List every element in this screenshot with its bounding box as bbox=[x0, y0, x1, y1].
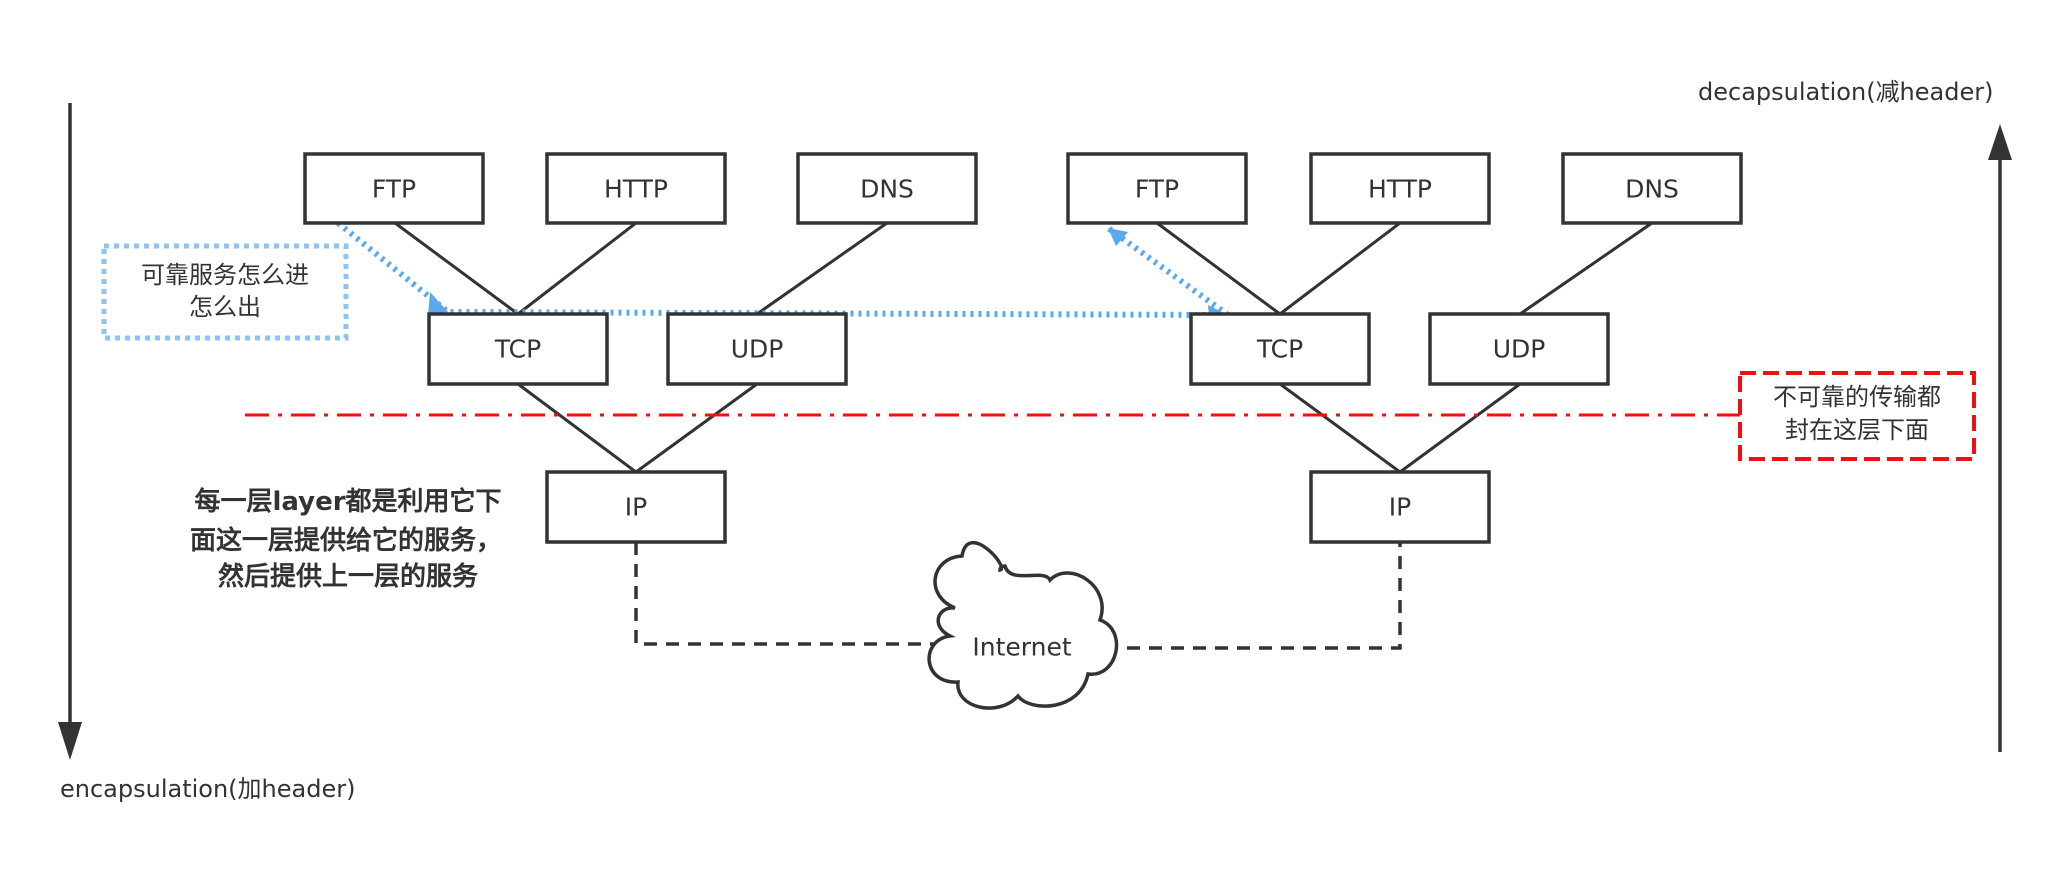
edge-tcp-ip-left bbox=[517, 382, 637, 474]
right-udp-label: UDP bbox=[1493, 335, 1546, 364]
left-udp-label: UDP bbox=[731, 335, 784, 364]
edge-dns-udp-right bbox=[1519, 221, 1653, 316]
layer-note-line2: 面这一层提供给它的服务， bbox=[190, 525, 502, 556]
left-tcp-box: TCP bbox=[427, 312, 609, 386]
unreliable-note-line1: 不可靠的传输都 bbox=[1773, 383, 1941, 411]
internet-link bbox=[634, 542, 1402, 650]
reliable-service-path bbox=[336, 220, 1230, 325]
reliable-path-right-flow bbox=[1106, 225, 1230, 318]
left-ip-box: IP bbox=[545, 470, 727, 544]
left-dns-box: DNS bbox=[796, 152, 978, 225]
encapsulation-label: encapsulation(加header) bbox=[60, 775, 355, 803]
right-tcp-box: TCP bbox=[1189, 312, 1371, 386]
edge-dns-udp-left bbox=[756, 221, 888, 316]
link-internet-right-ip bbox=[1105, 542, 1402, 650]
blue-arrow-icon bbox=[428, 292, 448, 316]
left-udp-box: UDP bbox=[666, 312, 848, 386]
layering-note: 每一层layer都是利用它下 面这一层提供给它的服务， 然后提供上一层的服务 bbox=[190, 486, 502, 592]
edge-udp-ip-left bbox=[635, 382, 758, 474]
up-arrow-icon bbox=[1988, 124, 2012, 160]
layer-note-line3: 然后提供上一层的服务 bbox=[218, 561, 478, 592]
right-ip-box: IP bbox=[1309, 470, 1491, 544]
reliable-note-line2: 怎么出 bbox=[189, 293, 261, 321]
left-dns-label: DNS bbox=[860, 175, 914, 204]
edge-http-tcp-left bbox=[517, 221, 637, 316]
right-udp-box: UDP bbox=[1428, 312, 1610, 386]
down-arrow-icon bbox=[58, 722, 82, 760]
edge-udp-ip-right bbox=[1399, 382, 1521, 474]
link-left-ip-internet bbox=[634, 542, 938, 646]
reliable-note-line1: 可靠服务怎么进 bbox=[141, 261, 309, 289]
reliable-service-note: 可靠服务怎么进 怎么出 bbox=[101, 243, 349, 341]
unreliable-note: 不可靠的传输都 封在这层下面 bbox=[1738, 371, 1976, 461]
edge-ftp-tcp-right bbox=[1156, 221, 1281, 316]
right-ftp-label: FTP bbox=[1135, 175, 1179, 204]
left-http-label: HTTP bbox=[604, 175, 668, 204]
edge-tcp-ip-right bbox=[1279, 382, 1401, 474]
encapsulation-axis: encapsulation(加header) bbox=[58, 103, 355, 803]
right-http-box: HTTP bbox=[1309, 152, 1491, 225]
left-tcp-label: TCP bbox=[494, 335, 541, 364]
internet-label: Internet bbox=[972, 633, 1071, 662]
edge-http-tcp-right bbox=[1279, 221, 1401, 316]
right-ftp-box: FTP bbox=[1066, 152, 1248, 225]
internet-cloud: Internet bbox=[927, 540, 1119, 710]
cloud-icon bbox=[927, 540, 1119, 710]
right-ip-label: IP bbox=[1389, 493, 1411, 522]
unreliable-note-line2: 封在这层下面 bbox=[1785, 416, 1929, 444]
layer-note-line1: 每一层layer都是利用它下 bbox=[194, 486, 501, 517]
left-http-box: HTTP bbox=[545, 152, 727, 225]
right-dns-box: DNS bbox=[1561, 152, 1743, 225]
left-ftp-box: FTP bbox=[303, 152, 485, 225]
left-ftp-label: FTP bbox=[372, 175, 416, 204]
right-dns-label: DNS bbox=[1625, 175, 1679, 204]
decapsulation-axis: decapsulation(减header) bbox=[1698, 78, 2012, 752]
left-stack-edges bbox=[394, 221, 888, 474]
reliable-path-left-flow bbox=[336, 220, 1229, 318]
left-ip-label: IP bbox=[625, 493, 647, 522]
right-http-label: HTTP bbox=[1368, 175, 1432, 204]
edge-ftp-tcp-left bbox=[394, 221, 519, 316]
right-tcp-label: TCP bbox=[1256, 335, 1303, 364]
decapsulation-label: decapsulation(减header) bbox=[1698, 78, 1993, 106]
right-stack-edges bbox=[1156, 221, 1653, 474]
blue-arrow-icon bbox=[1108, 228, 1128, 246]
